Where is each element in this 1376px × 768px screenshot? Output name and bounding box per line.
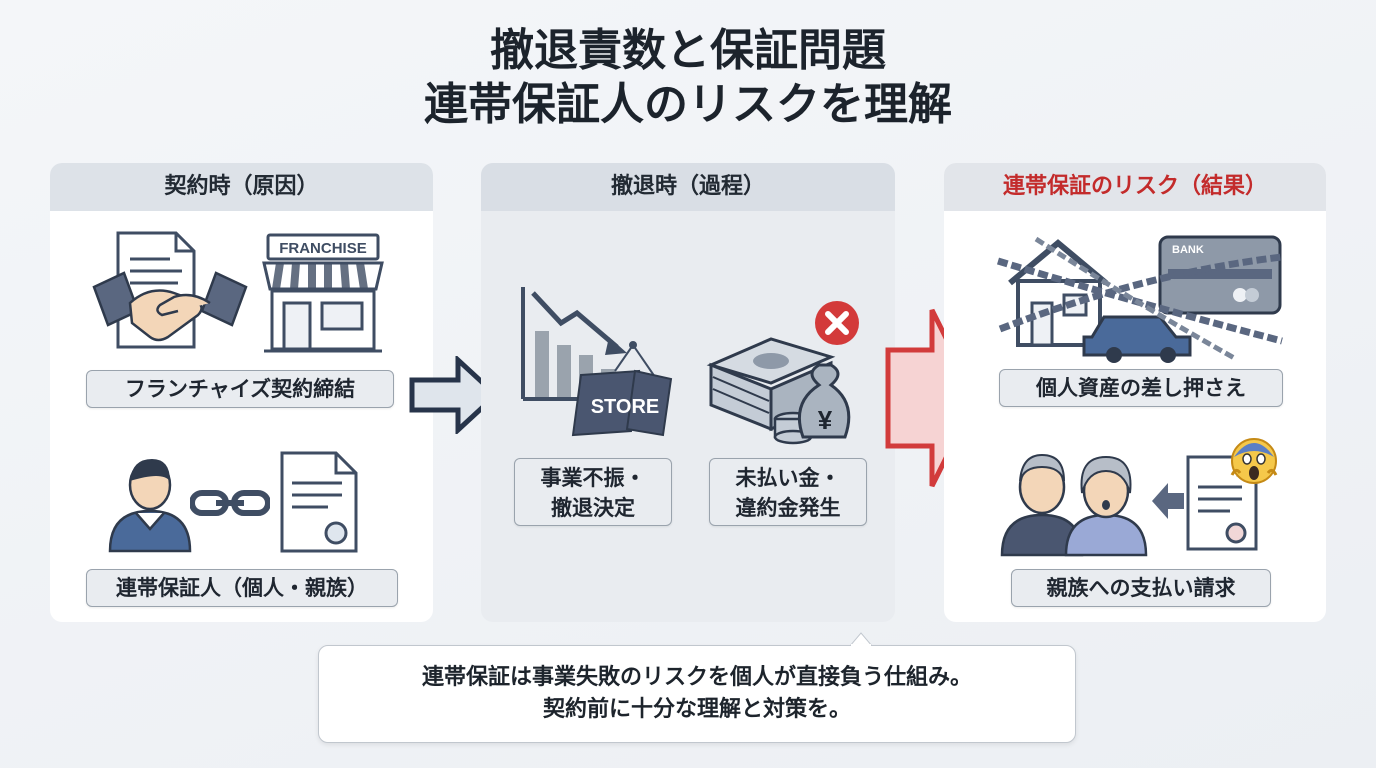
business-decline-label: 事業不振・ 撤退決定 <box>514 458 672 526</box>
cause-panel: 契約時（原因） FRANCHISE フランチャイズ契約締結 <box>50 163 433 622</box>
elderly-relatives-icon <box>1000 453 1148 557</box>
money-bills-icon: ¥ <box>706 337 851 445</box>
chain-link-icon <box>190 490 270 516</box>
handshake-contract-icon <box>92 231 248 349</box>
guarantor-label: 連帯保証人（個人・親族） <box>86 569 398 607</box>
process-panel: 撤退時（過程） STORE ¥ 事業不振・ 撤退決定 <box>481 163 895 622</box>
cause-panel-header: 契約時（原因） <box>50 163 433 211</box>
error-cross-icon <box>815 301 859 345</box>
franchise-sign-text: FRANCHISE <box>279 240 367 257</box>
franchise-contract-label: フランチャイズ契約締結 <box>86 370 394 408</box>
guarantee-document-icon <box>280 451 358 553</box>
business-decline-label-line-2: 撤退決定 <box>551 496 635 520</box>
title-line-1: 撤退責数と保証問題 <box>490 25 886 76</box>
franchise-store-icon: FRANCHISE <box>262 233 384 353</box>
unpaid-penalty-label: 未払い金・ 違約金発生 <box>709 458 867 526</box>
risk-panel: 連帯保証のリスク（結果） BANK 個人資産の差し押さえ <box>944 163 1326 622</box>
relative-claim-label: 親族への支払い請求 <box>1011 569 1271 607</box>
summary-note: 連帯保証は事業失敗のリスクを個人が直接負う仕組み。 契約前に十分な理解と対策を。 <box>318 645 1076 743</box>
summary-note-line-1: 連帯保証は事業失敗のリスクを個人が直接負う仕組み。 <box>421 665 972 690</box>
business-decline-label-line-1: 事業不振・ <box>540 466 646 490</box>
guarantor-person-icon <box>108 459 192 553</box>
note-callout-tip <box>850 632 872 646</box>
flow-arrow-icon <box>409 356 500 434</box>
scream-emoji-icon <box>1230 438 1278 484</box>
note-tip-cover <box>851 644 871 647</box>
bank-card-text: BANK <box>1172 244 1204 256</box>
unpaid-penalty-label-line-1: 未払い金・ <box>735 466 841 490</box>
unpaid-penalty-label-line-2: 違約金発生 <box>735 496 841 520</box>
declining-chart-icon: STORE <box>521 287 673 437</box>
claim-arrow-icon <box>1152 483 1184 519</box>
title-line-2: 連帯保証人のリスクを理解 <box>424 79 952 130</box>
asset-seizure-label: 個人資産の差し押さえ <box>999 369 1283 407</box>
seized-assets-icon: BANK <box>996 235 1283 363</box>
yen-symbol: ¥ <box>818 405 833 435</box>
store-sign-text: STORE <box>591 396 660 418</box>
process-panel-header: 撤退時（過程） <box>481 163 895 211</box>
summary-note-line-2: 契約前に十分な理解と対策を。 <box>542 697 851 722</box>
page-title: 撤退責数と保証問題 連帯保証人のリスクを理解 <box>0 24 1376 132</box>
risk-panel-header: 連帯保証のリスク（結果） <box>944 163 1326 211</box>
